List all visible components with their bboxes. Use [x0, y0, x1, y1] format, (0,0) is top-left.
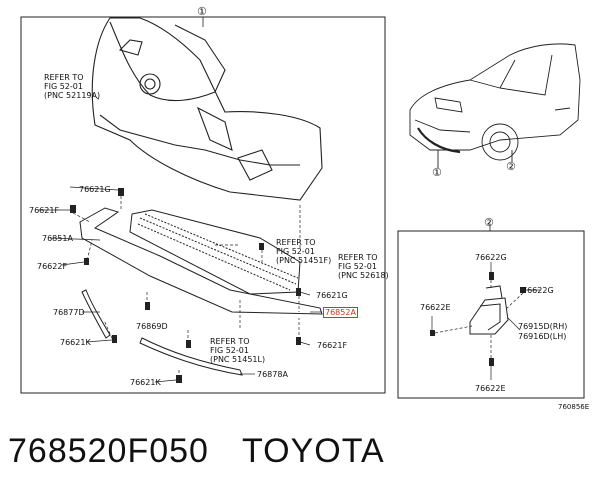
detail-box-circle-label: ②	[484, 216, 494, 229]
drawing-number: 760856E	[558, 403, 590, 411]
part-label-76915D-RH[interactable]: 76915D(RH)	[518, 322, 568, 331]
lower-lip	[79, 207, 323, 315]
part-label-76869D[interactable]: 76869D	[136, 322, 168, 331]
part-label-76621K-left[interactable]: 76621K	[60, 338, 91, 347]
refer-fig-note-3: REFER TO FIG 52-01 (PNC 52618)	[338, 253, 389, 280]
car-callout-2: ②	[506, 160, 516, 173]
part-label-76621G-lower[interactable]: 76621G	[316, 291, 348, 300]
part-label-76621F-left[interactable]: 76621F	[29, 206, 60, 215]
detail-box-frame	[397, 230, 585, 399]
leader-lines	[72, 91, 301, 383]
part-label-76622G-right[interactable]: 76622G	[522, 286, 554, 295]
part-label-76622E-bottom[interactable]: 76622E	[475, 384, 506, 393]
refer-fig-note-2: REFER TO FIG 52-01 (PNC 51451F)	[276, 238, 332, 265]
lower-grille	[129, 209, 301, 295]
fasteners	[70, 188, 301, 383]
part-label-76877D[interactable]: 76877D	[53, 308, 85, 317]
part-label-76878A[interactable]: 76878A	[257, 370, 288, 379]
bumper-cover	[91, 17, 323, 201]
part-number: 768520F050	[8, 432, 209, 470]
part-label-76621K-bottom[interactable]: 76621K	[130, 378, 161, 387]
refer-fig-note-4: REFER TO FIG 52-01 (PNC 51451L)	[210, 337, 266, 364]
part-label-76622F[interactable]: 76622F	[37, 262, 68, 271]
part-label-76916D-LH[interactable]: 76916D(LH)	[518, 332, 567, 341]
part-label-76852A-highlighted[interactable]: 76852A	[323, 307, 358, 318]
part-label-76622E-left[interactable]: 76622E	[420, 303, 451, 312]
detail-fasteners	[430, 272, 526, 366]
brand-name: TOYOTA	[242, 432, 385, 470]
part-label-76621G-upper[interactable]: 76621G	[79, 185, 111, 194]
car-callout-1: ①	[432, 166, 442, 179]
moulding-strips	[81, 289, 243, 376]
part-label-76622G-top[interactable]: 76622G	[475, 253, 507, 262]
main-diagram-circle-label: ①	[197, 5, 207, 18]
car-illustration	[409, 43, 581, 168]
refer-fig-note-1: REFER TO FIG 52-01 (PNC 52119A)	[44, 73, 101, 100]
part-label-76621F-right[interactable]: 76621F	[317, 341, 348, 350]
bracket-detail	[469, 285, 509, 335]
part-label-76851A[interactable]: 76851A	[42, 234, 73, 243]
